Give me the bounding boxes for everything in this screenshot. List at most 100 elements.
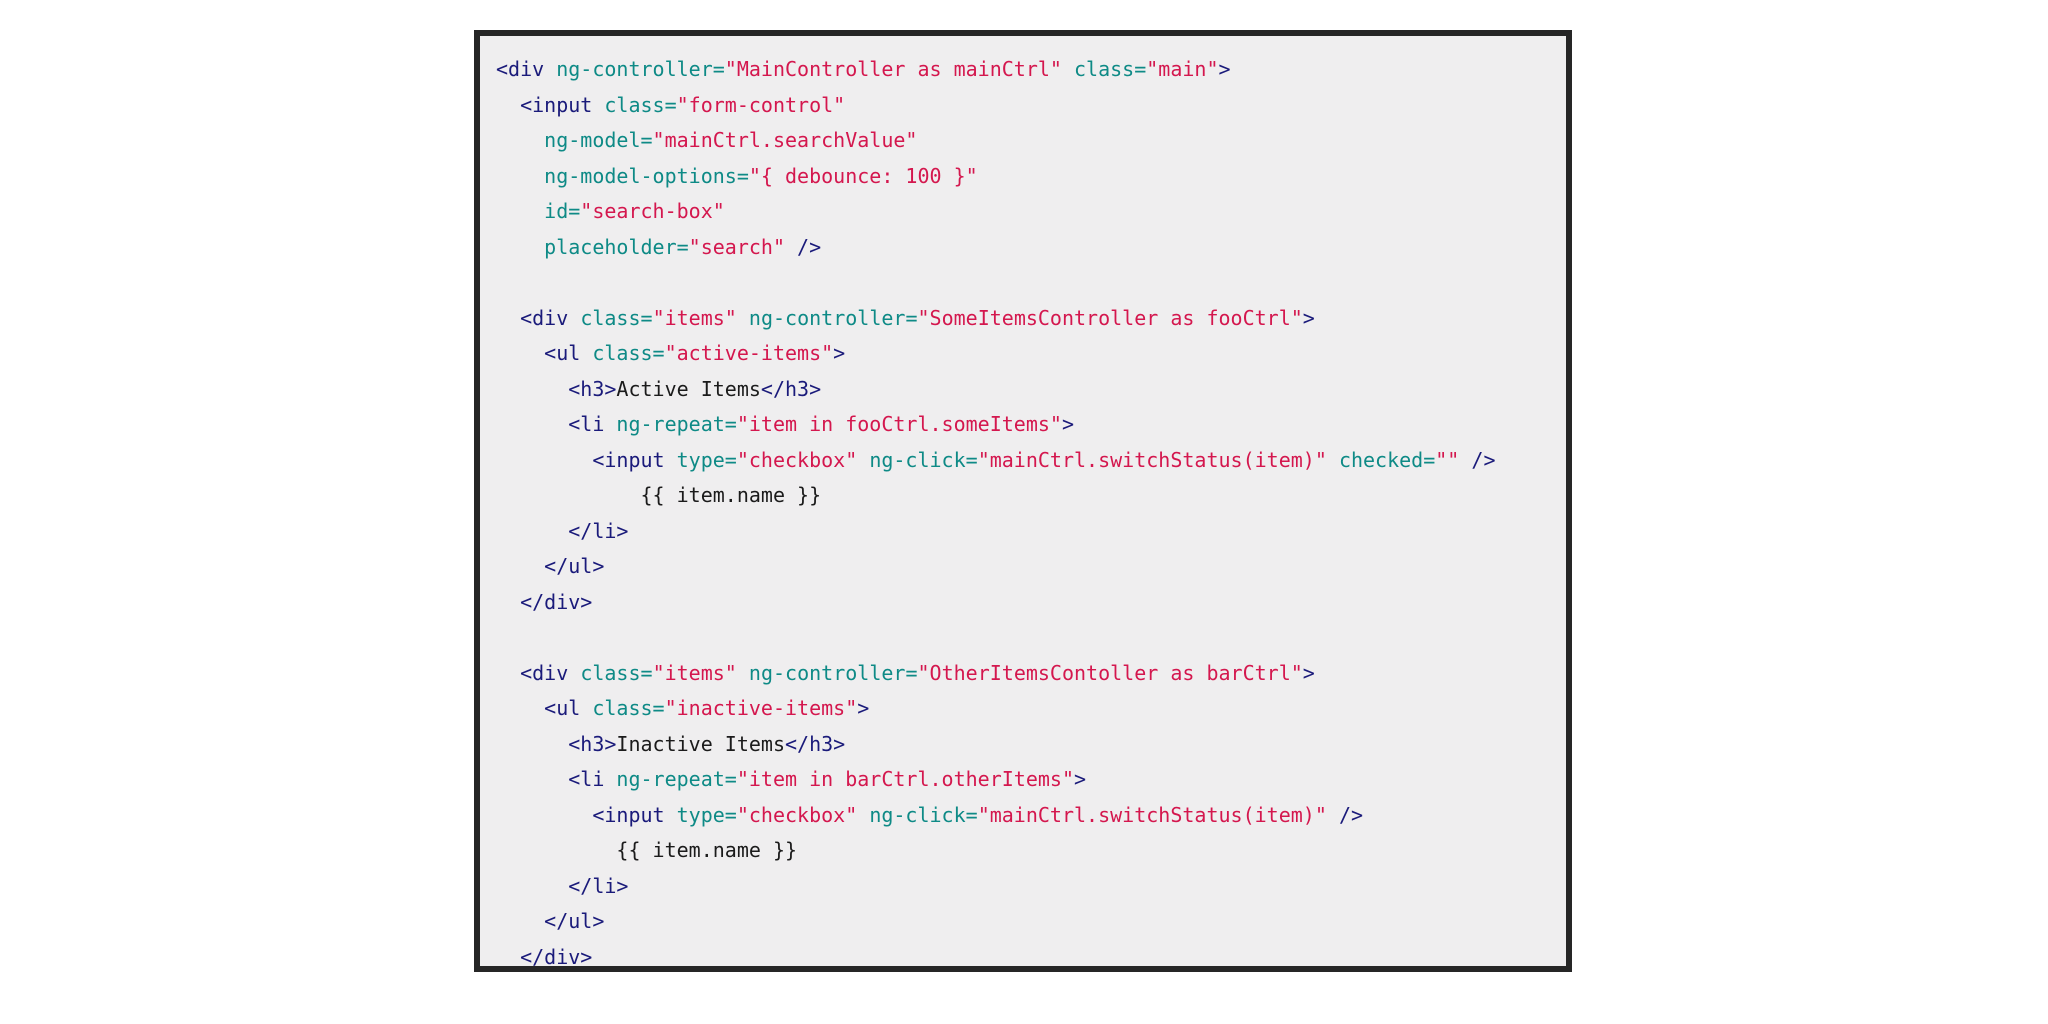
code-tag-token: <li xyxy=(568,767,605,791)
code-line: <h3>Active Items</h3> xyxy=(496,372,1566,408)
code-tag-token: <div xyxy=(520,660,569,685)
code-tag-token: <li xyxy=(568,412,605,436)
code-line: </ul> xyxy=(496,549,1566,585)
code-indent xyxy=(568,661,580,685)
code-indent xyxy=(496,412,568,436)
code-line: </div> xyxy=(496,940,1566,976)
code-tag-token: > xyxy=(1061,412,1074,436)
code-line: <input class="form-control" xyxy=(496,88,1566,124)
code-line: <div ng-controller="MainController as ma… xyxy=(496,52,1566,88)
code-indent xyxy=(785,235,797,259)
code-attribute-token: ng-model-options= xyxy=(544,163,749,188)
code-attribute-token: class= xyxy=(604,92,677,117)
code-tag-token: </div> xyxy=(520,944,593,969)
code-indent xyxy=(496,448,592,472)
code-line: ng-model-options="{ debounce: 100 }" xyxy=(496,159,1566,195)
code-indent xyxy=(496,483,641,507)
code-attribute-token: ng-controller= xyxy=(748,660,918,685)
code-string-token: "main" xyxy=(1146,57,1219,81)
code-indent xyxy=(496,164,544,188)
code-attribute-token: checked= xyxy=(1338,447,1436,472)
code-tag-token: </div> xyxy=(520,589,593,614)
code-indent xyxy=(665,448,677,472)
code-indent xyxy=(1062,57,1074,81)
code-tag-token: <input xyxy=(520,92,593,117)
code-attribute-token: ng-controller= xyxy=(556,57,725,81)
code-indent xyxy=(580,341,592,365)
code-indent xyxy=(496,838,616,862)
code-tag-token: /> xyxy=(797,234,822,259)
code-tag-token: </ul> xyxy=(544,554,605,578)
code-tag-token: <div xyxy=(520,305,569,330)
code-string-token: "item in fooCtrl.someItems" xyxy=(736,412,1062,436)
code-line: <h3>Inactive Items</h3> xyxy=(496,727,1566,763)
code-tag-token: /> xyxy=(1338,802,1364,827)
code-attribute-token: ng-repeat= xyxy=(616,412,737,436)
code-line xyxy=(496,265,1566,301)
code-indent xyxy=(1327,803,1339,827)
code-indent xyxy=(737,661,749,685)
code-indent xyxy=(496,909,544,933)
code-indent xyxy=(604,412,616,436)
code-indent xyxy=(665,803,677,827)
code-tag-token: <ul xyxy=(544,696,581,720)
code-indent xyxy=(604,767,616,791)
code-indent xyxy=(496,803,592,827)
code-line: <ul class="inactive-items"> xyxy=(496,691,1566,727)
code-string-token: "active-items" xyxy=(664,341,834,365)
code-tag-token: > xyxy=(833,341,846,365)
code-tag-token: </li> xyxy=(568,518,629,543)
code-line: id="search-box" xyxy=(496,194,1566,230)
code-string-token: "mainCtrl.switchStatus(item)" xyxy=(977,802,1327,827)
code-tag-token: <input xyxy=(592,802,665,827)
code-indent xyxy=(496,554,544,578)
code-indent xyxy=(496,199,544,223)
code-text-token: Inactive Items xyxy=(616,731,785,756)
code-line: <input type="checkbox" ng-click="mainCtr… xyxy=(496,443,1566,479)
code-indent xyxy=(496,732,568,756)
code-string-token: "search-box" xyxy=(580,199,725,223)
code-indent xyxy=(496,661,520,685)
code-line: <li ng-repeat="item in barCtrl.otherItem… xyxy=(496,762,1566,798)
code-line: </li> xyxy=(496,869,1566,905)
code-string-token: "mainCtrl.searchValue" xyxy=(652,128,918,152)
code-indent xyxy=(496,519,568,543)
code-tag-token: /> xyxy=(1471,447,1496,472)
code-tag-token: <div xyxy=(496,57,545,81)
code-string-token: "OtherItemsContoller as barCtrl" xyxy=(917,660,1303,685)
code-string-token: "form-control" xyxy=(676,92,846,117)
code-tag-token: <input xyxy=(592,447,665,472)
code-tag-token: > xyxy=(857,696,870,720)
code-string-token: "MainController as mainCtrl" xyxy=(724,57,1062,81)
code-tag-token: </ul> xyxy=(544,909,605,933)
code-indent xyxy=(857,803,869,827)
code-line: </ul> xyxy=(496,904,1566,940)
code-indent xyxy=(1327,448,1339,472)
code-line: </li> xyxy=(496,514,1566,550)
code-string-token: "checkbox" xyxy=(736,447,858,472)
code-line: {{ item.name }} xyxy=(496,478,1566,514)
code-tag-token: > xyxy=(1074,767,1087,791)
code-indent xyxy=(496,696,544,720)
code-string-token: "{ debounce: 100 }" xyxy=(748,163,978,188)
code-line: <div class="items" ng-controller="SomeIt… xyxy=(496,301,1566,337)
code-string-token: "items" xyxy=(652,305,737,330)
code-tag-token: </li> xyxy=(568,873,629,898)
code-line: <ul class="active-items"> xyxy=(496,336,1566,372)
code-indent xyxy=(496,235,544,259)
code-string-token: "" xyxy=(1435,447,1460,472)
code-tag-token: </h3> xyxy=(760,376,822,401)
code-indent xyxy=(496,590,520,614)
code-indent xyxy=(496,945,520,969)
code-string-token: "SomeItemsController as fooCtrl" xyxy=(917,305,1303,330)
code-attribute-token: type= xyxy=(676,447,737,472)
code-line xyxy=(496,620,1566,656)
code-indent xyxy=(496,377,568,401)
code-line: ng-model="mainCtrl.searchValue" xyxy=(496,123,1566,159)
code-indent xyxy=(544,57,556,81)
code-indent xyxy=(580,696,592,720)
code-text-token: {{ item.name }} xyxy=(616,838,798,862)
code-text-token: Active Items xyxy=(616,376,761,401)
code-text-token: {{ item.name }} xyxy=(640,483,822,507)
code-attribute-token: class= xyxy=(580,660,653,685)
